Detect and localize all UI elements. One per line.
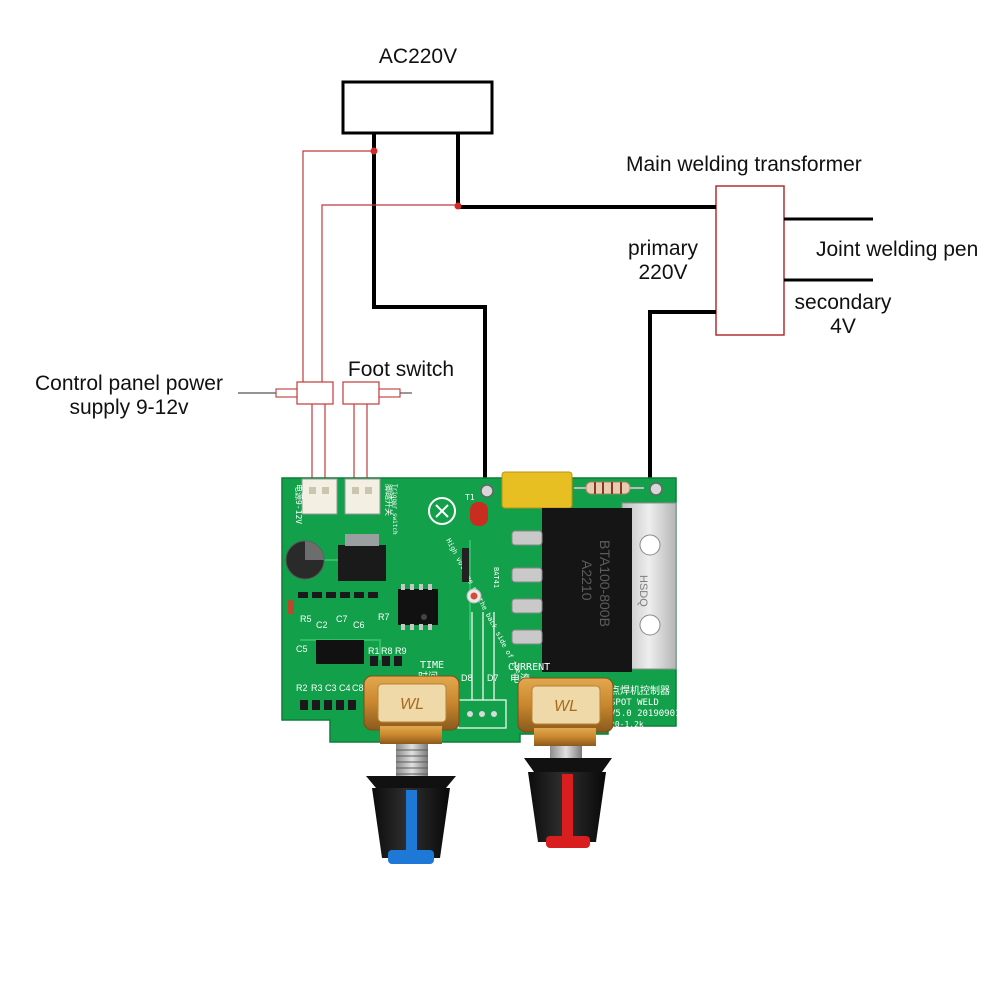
component-silkscreen-labels: R5 C2 C7 C6 R7 C5 R1 R8 R9 R2 R3 C3 C4 C… <box>296 612 499 693</box>
x2-safety-capacitor <box>501 471 573 509</box>
time-knob[interactable] <box>366 776 456 864</box>
wire-pad-left <box>480 484 494 498</box>
terminal-t1-label: T1 <box>465 493 475 502</box>
ac220v-label: AC220V <box>379 45 457 68</box>
svg-text:C4: C4 <box>339 683 351 693</box>
svg-text:C3: C3 <box>325 683 337 693</box>
current-silkscreen: CURRENT <box>508 662 550 673</box>
control-power-connector <box>296 381 334 405</box>
power-jst-connector <box>301 478 338 515</box>
foot-switch-label: Foot switch <box>348 358 454 381</box>
smd-components-row-bottom <box>300 656 402 710</box>
control-pcb: 电源9-12V 脚踏开关 Trigger switch R5 <box>281 471 680 743</box>
voltage-regulator <box>338 545 386 581</box>
svg-text:C5: C5 <box>296 644 308 654</box>
junction-dot-right <box>454 202 462 210</box>
foot-switch-connector <box>342 381 380 405</box>
primary-label: primary <box>628 237 699 260</box>
svg-text:C8: C8 <box>352 683 364 693</box>
svg-text:R2: R2 <box>296 683 308 693</box>
svg-text:D7: D7 <box>487 673 499 683</box>
op-amp-ic <box>316 640 364 664</box>
secondary-label: secondary <box>795 291 892 314</box>
bta100-thyristor <box>542 508 632 672</box>
svg-text:R8: R8 <box>381 646 393 656</box>
transformer-label: Main welding transformer <box>626 153 862 176</box>
svg-text:R7: R7 <box>378 612 390 622</box>
current-pot-marking: WL <box>554 698 578 715</box>
svg-text:C7: C7 <box>336 614 348 624</box>
time-potentiometer: WL <box>363 675 460 780</box>
board-logo <box>428 497 456 525</box>
trigger-cn-silkscreen: 脚踏开关 <box>384 484 394 516</box>
mains-wire-left <box>372 133 487 480</box>
svg-text:R9: R9 <box>395 646 407 656</box>
trigger-switch-silkscreen: Trigger switch <box>391 484 398 535</box>
supply-tap-wire-b <box>321 204 458 382</box>
board-range: 20-1.2k <box>610 720 644 729</box>
control-power-label: Control panel power <box>35 372 223 395</box>
board-title-cn: 点焊机控制器 <box>610 684 670 697</box>
time-pot-marking: WL <box>400 696 424 713</box>
current-potentiometer: WL <box>517 677 614 764</box>
svg-text:R5: R5 <box>300 614 312 624</box>
smd-components-row-top <box>288 592 378 614</box>
heatsink-marking: HSDQ <box>637 575 649 607</box>
svg-text:R1: R1 <box>368 646 380 656</box>
control-power-voltage-label: supply 9-12v <box>69 396 189 419</box>
timer-ic <box>398 589 438 625</box>
trigger-jst-connector <box>344 478 381 515</box>
thyristor-marking-2: A2210 <box>579 560 595 601</box>
supply-tap-wire-a <box>302 150 374 382</box>
main-transformer-box <box>715 185 785 336</box>
board-title-en: SPOT WELD <box>610 698 659 708</box>
bat41-silkscreen: BAT41 <box>492 567 500 588</box>
current-knob[interactable] <box>524 758 612 848</box>
welding-pen-label: Joint welding pen <box>816 238 978 261</box>
control-power-plug-icon <box>275 388 298 398</box>
resistor <box>585 481 631 495</box>
thyristor-leads <box>511 530 543 645</box>
ac220v-source-box <box>341 80 494 135</box>
wire-pad-right <box>649 482 663 496</box>
board-version: V5.0 20190901 <box>610 709 680 719</box>
red-capacitor <box>470 502 488 526</box>
foot-switch-plug-icon <box>378 388 401 398</box>
time-silkscreen: TIME <box>420 660 444 671</box>
primary-return-wire <box>648 310 716 480</box>
primary-voltage-label: 220V <box>638 261 687 284</box>
svg-text:C2: C2 <box>316 620 328 630</box>
svg-text:D8: D8 <box>461 673 473 683</box>
bat41-diode <box>462 548 469 582</box>
thyristor-marking-1: BTA100-800B <box>597 540 613 627</box>
svg-text:C6: C6 <box>353 620 365 630</box>
secondary-voltage-label: 4V <box>830 315 856 338</box>
junction-dot-left <box>370 147 378 155</box>
svg-text:R3: R3 <box>311 683 323 693</box>
power-connector-silkscreen: 电源9-12V <box>294 484 304 524</box>
